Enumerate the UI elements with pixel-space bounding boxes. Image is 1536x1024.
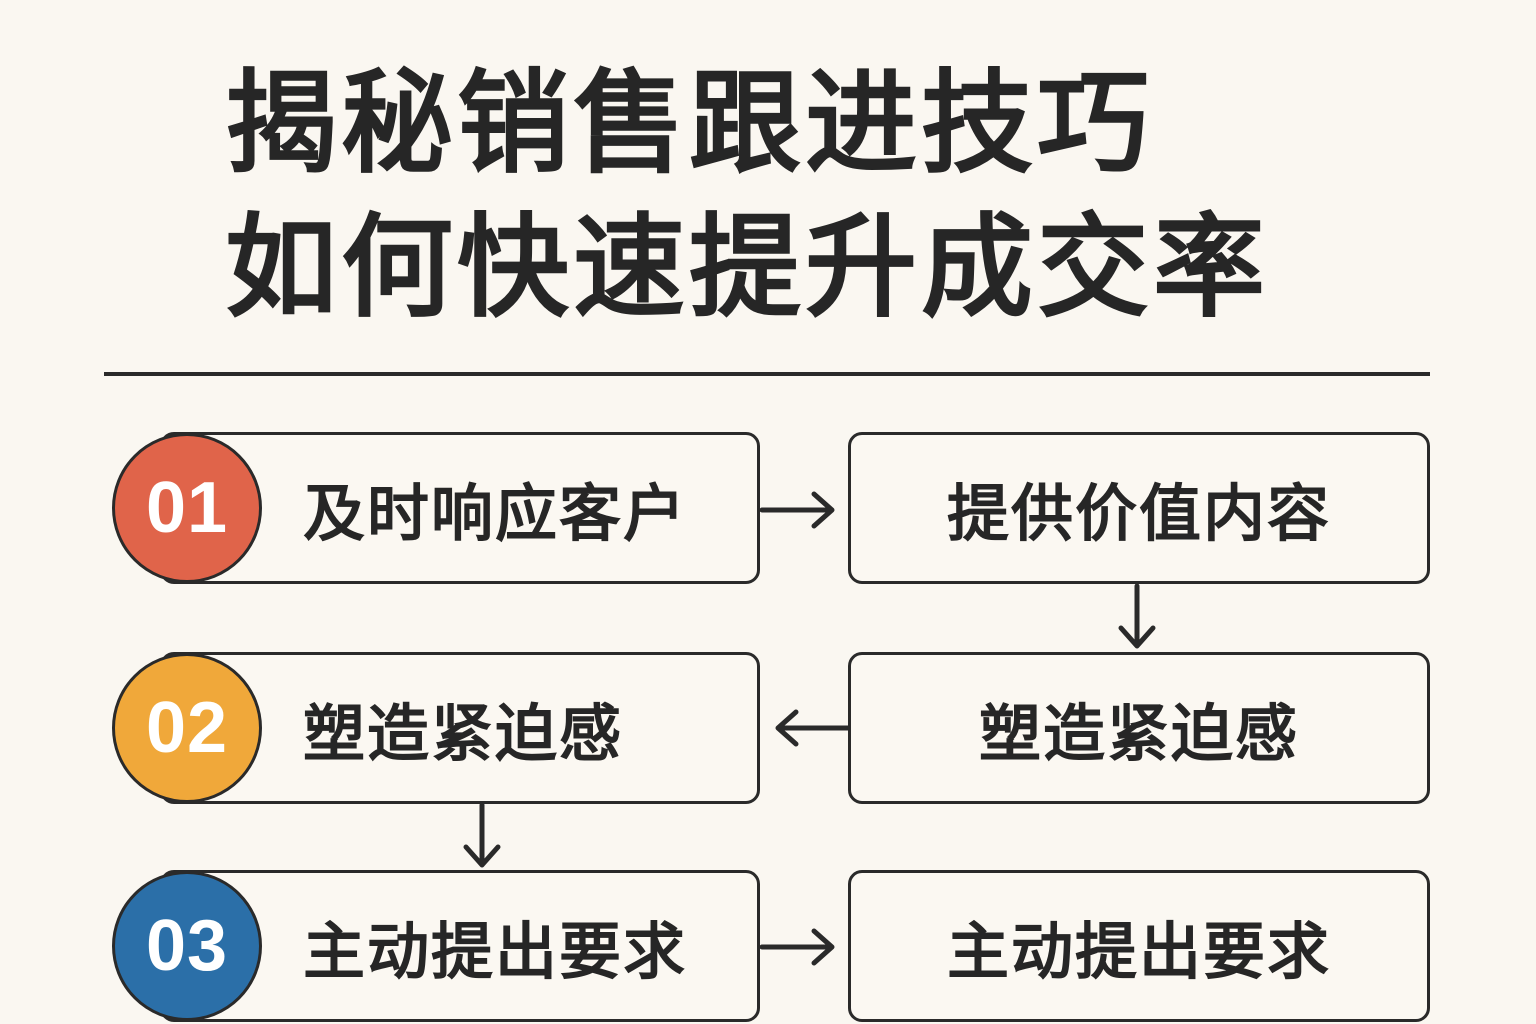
step-number: 02 (145, 688, 229, 768)
arrow-down-icon (1118, 583, 1156, 649)
flow-box-label: 塑造紧迫感 (978, 697, 1299, 770)
step-number: 01 (145, 468, 229, 548)
flow-box-ask[interactable]: 主动提出要求 (848, 870, 1430, 1022)
flow-box-label: 提供价值内容 (946, 477, 1331, 550)
step-label: 主动提出要求 (303, 915, 688, 988)
step-box-ask[interactable]: 主动提出要求 (160, 870, 760, 1022)
step-label: 及时响应客户 (303, 477, 688, 550)
step-box-urgency[interactable]: 塑造紧迫感 (160, 652, 760, 804)
title-line-2: 如何快速提升成交率 (225, 203, 1269, 333)
arrow-left-icon (775, 709, 851, 747)
flow-box-urgency[interactable]: 塑造紧迫感 (848, 652, 1430, 804)
flow-box-value-content[interactable]: 提供价值内容 (848, 432, 1430, 584)
arrow-right-icon (759, 928, 835, 966)
step-label: 塑造紧迫感 (303, 697, 624, 770)
arrow-down-icon (463, 802, 501, 868)
flow-box-label: 主动提出要求 (946, 915, 1331, 988)
step-badge-02: 02 (112, 653, 262, 803)
step-badge-03: 03 (112, 871, 262, 1021)
arrow-right-icon (759, 491, 835, 529)
title-line-1: 揭秘销售跟进技巧 (225, 59, 1153, 189)
step-number: 03 (145, 906, 229, 986)
title-divider (104, 372, 1430, 376)
step-badge-01: 01 (112, 433, 262, 583)
